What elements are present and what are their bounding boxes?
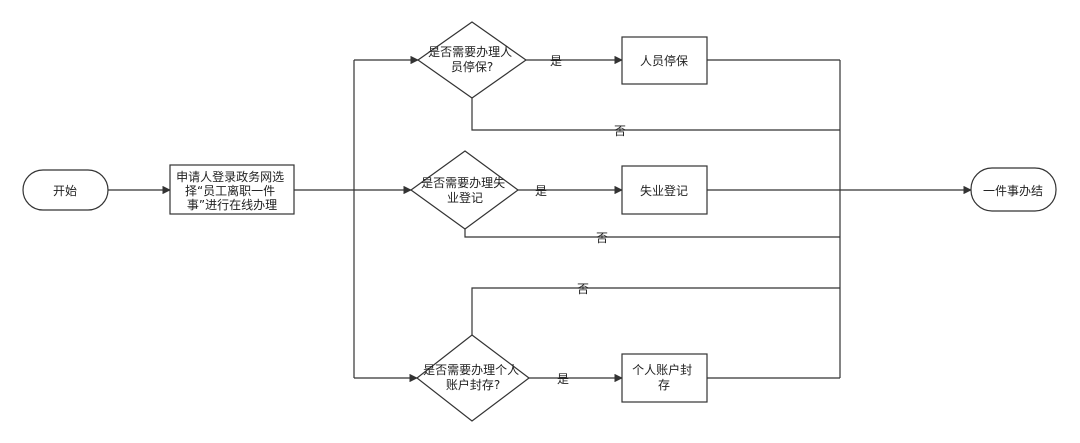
action-a2 <box>621 165 708 215</box>
label-yes-3: 是 <box>557 372 569 386</box>
end-node-label: 一件事办结 <box>983 183 1043 198</box>
label-yes-1: 是 <box>550 54 562 68</box>
action-a1 <box>621 36 708 85</box>
start-node-label: 开始 <box>53 184 77 198</box>
end-node <box>970 167 1057 212</box>
edge-q1-no <box>471 98 840 131</box>
decision-q3-label: 是否需要办理个人 账户封存? <box>423 362 523 392</box>
start-node <box>22 169 109 211</box>
action-a3 <box>621 353 708 403</box>
decision-q1-label: 是否需要办理人 员停保? <box>428 44 516 74</box>
decision-q3 <box>416 334 530 422</box>
apply-node-label: 申请人登录政务网选 择“员工离职一件 事”进行在线办理 <box>176 169 288 212</box>
label-yes-2: 是 <box>535 184 547 198</box>
edge-q2-no <box>464 229 840 238</box>
action-a2-label: 失业登记 <box>640 183 688 198</box>
edge-q3-no <box>471 287 840 335</box>
decision-q2 <box>409 150 520 230</box>
action-a3-label: 个人账户封 存 <box>632 362 696 392</box>
decision-q2-label: 是否需要办理失 业登记 <box>421 175 509 205</box>
label-no-1: 否 <box>614 124 626 138</box>
label-no-2: 否 <box>596 231 608 245</box>
action-a1-label: 人员停保 <box>640 53 688 68</box>
decision-q1 <box>416 21 528 99</box>
apply-node <box>169 164 295 215</box>
label-no-3: 否 <box>577 282 589 296</box>
